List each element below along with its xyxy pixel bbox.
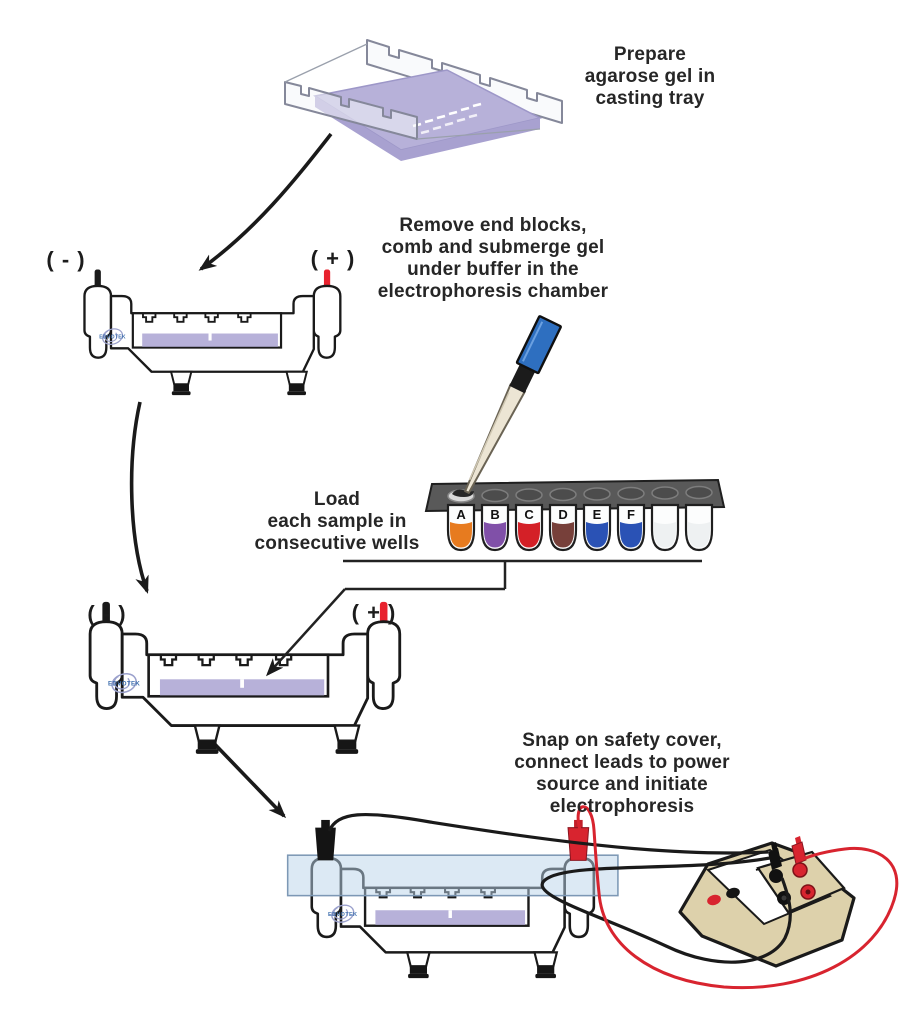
sample-tube-a: A	[446, 503, 476, 552]
rack-hole	[515, 488, 543, 502]
step-2-line: Remove end blocks,	[399, 215, 587, 236]
gel-slab-front	[401, 118, 540, 161]
sample-tube-d: D	[548, 503, 578, 552]
step-1-text: Prepare agarose gel in casting tray	[540, 44, 760, 110]
step-4-line: connect leads to power	[514, 752, 730, 774]
rack-hole	[549, 487, 577, 502]
sample-tubes: A B C D E F	[446, 503, 714, 552]
pipette-handle-highlight	[522, 321, 544, 362]
sample-tube-e: E	[582, 503, 612, 552]
tube-liquid	[620, 522, 642, 548]
step-4-line: Snap on safety cover,	[522, 730, 722, 751]
minus-label: -	[754, 860, 762, 878]
chamber1-negative-label: ( - )	[46, 247, 86, 272]
tube-liquid	[654, 522, 676, 548]
step-3-line: each sample in	[267, 511, 407, 533]
sample-connector-lines	[343, 559, 702, 591]
step-3-line: Load	[313, 489, 361, 510]
pipette-handle	[515, 315, 562, 375]
tray-front-wall	[284, 81, 418, 140]
sample-tube-empty-2	[684, 503, 714, 552]
step-1-line: agarose gel in	[584, 66, 716, 88]
step-4-line: source and initiate	[536, 774, 708, 796]
sample-tube-b: B	[480, 503, 510, 552]
micropipette	[464, 315, 562, 494]
banana-plug-black	[768, 842, 782, 870]
lead-wire-black	[327, 812, 769, 855]
step-3-line: consecutive wells	[254, 533, 420, 555]
power-supply: - +	[678, 836, 856, 968]
power-button-black	[726, 887, 740, 899]
tube-label: A	[456, 507, 466, 522]
sample-rack	[424, 478, 726, 513]
step-1-line: casting tray	[595, 88, 705, 110]
rack-hole	[583, 487, 611, 501]
step-2-line: comb and submerge gel	[381, 237, 605, 259]
sample-to-well-arrow	[265, 588, 346, 677]
tube-liquid	[552, 522, 574, 548]
tube-label: D	[558, 507, 567, 522]
jack-black-1	[769, 869, 783, 883]
tube-liquid	[688, 522, 710, 548]
rack-hole	[481, 488, 509, 503]
sample-tube-c: C	[514, 503, 544, 552]
step-2-text: Remove end blocks, comb and submerge gel…	[373, 215, 613, 303]
tray-edges	[284, 43, 541, 140]
chamber1-positive-label: ( + )	[310, 246, 356, 271]
step-4-text: Snap on safety cover, connect leads to p…	[472, 730, 772, 818]
power-button-red	[707, 894, 721, 906]
chamber2-negative-label: ( - )	[87, 601, 127, 626]
arrow-step3-to-step4	[202, 731, 287, 819]
pipette-tip-shade	[468, 391, 510, 481]
lead-wire-black-slack	[540, 856, 792, 964]
step-2-line: electrophoresis chamber	[377, 281, 609, 303]
step-3-text: Load each sample in consecutive wells	[237, 489, 437, 555]
tube-liquid	[518, 522, 540, 548]
arrow-step1-to-step2	[198, 132, 333, 271]
tube-label: B	[490, 507, 499, 522]
tube-liquid	[484, 522, 506, 548]
jack-red-1	[792, 862, 808, 878]
safety-cover	[286, 854, 619, 897]
lead-wire-red	[576, 805, 899, 990]
casting-tray	[284, 39, 563, 161]
sample-tube-f: F	[616, 503, 646, 552]
step-4-line: electrophoresis	[549, 796, 695, 818]
sample-tube-empty-1	[650, 503, 680, 552]
tube-liquid	[450, 522, 472, 548]
chamber2-positive-label: ( + )	[351, 600, 397, 625]
tube-label: E	[593, 507, 602, 522]
rack-hole	[651, 486, 679, 500]
cover-plug-negative	[315, 819, 336, 861]
step-1-line: Prepare	[613, 44, 687, 65]
tube-label: C	[524, 507, 534, 522]
electrophoresis-chamber-3	[286, 819, 619, 980]
rack-hole	[685, 485, 713, 500]
tube-label: F	[627, 507, 635, 522]
rack-hole	[617, 486, 645, 501]
tube-liquid	[586, 522, 608, 548]
arrow-step2-to-step3	[129, 401, 149, 594]
step-2-line: under buffer in the	[407, 259, 579, 281]
electrophoresis-chamber-1	[83, 268, 342, 397]
